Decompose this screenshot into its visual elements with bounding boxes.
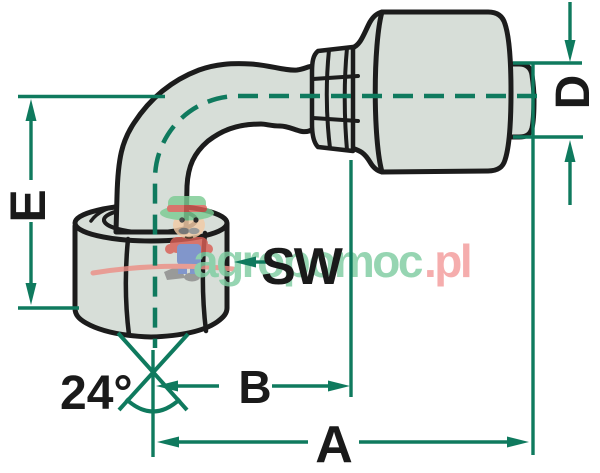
mascot-farmer bbox=[160, 196, 214, 282]
dimension-lines bbox=[18, 2, 583, 457]
d-arrowhead-up bbox=[564, 140, 576, 162]
ferrule-collar-rib-2 bbox=[342, 46, 349, 152]
label-e: E bbox=[0, 189, 56, 222]
watermark-brand-text: agropomoc bbox=[193, 235, 423, 287]
a-arrowhead-right bbox=[507, 436, 529, 448]
b-arrowhead-right bbox=[328, 380, 350, 392]
label-a: A bbox=[315, 416, 353, 473]
ferrule-collar bbox=[309, 44, 356, 154]
fitting-artwork bbox=[72, 9, 537, 340]
ferrule-collar-groove-bottom bbox=[311, 116, 360, 123]
mascot-boot-right bbox=[184, 272, 200, 282]
d-arrowhead-down bbox=[564, 40, 576, 62]
e-arrowhead-up bbox=[25, 99, 37, 121]
label-b: B bbox=[238, 361, 271, 413]
mascot-mouth bbox=[184, 236, 194, 239]
mascot-mustache-left bbox=[178, 227, 190, 235]
ferrule-cylinder bbox=[372, 9, 514, 175]
mascot-eye-right bbox=[193, 217, 199, 223]
mascot-hand-right bbox=[203, 244, 213, 254]
ferrule-collar-rib-1 bbox=[324, 48, 332, 150]
sw-arrowhead bbox=[234, 256, 256, 268]
cone-angle-arc bbox=[124, 397, 182, 414]
label-d: D bbox=[547, 75, 600, 110]
cone-angle-line-2 bbox=[117, 332, 190, 412]
label-sw: SW bbox=[261, 238, 344, 296]
a-arrowhead-left bbox=[157, 436, 179, 448]
watermark-swoosh bbox=[90, 263, 236, 276]
dimension-labels: E D SW B A 24° bbox=[0, 75, 600, 473]
centerline-dashed bbox=[152, 93, 537, 348]
watermark-suffix-text: .pl bbox=[424, 235, 470, 287]
mascot-mustache-right bbox=[188, 227, 200, 235]
ferrule-collar-groove-top bbox=[311, 74, 360, 81]
hex-nut-facet-line-left bbox=[123, 236, 132, 338]
mascot-overalls bbox=[177, 244, 201, 265]
mascot-hand-left bbox=[165, 244, 175, 254]
e-arrowhead-down bbox=[25, 283, 37, 305]
mascot-hat-band bbox=[167, 205, 207, 212]
elbow-tube bbox=[113, 61, 317, 235]
mascot-eye-left bbox=[179, 217, 185, 223]
watermark: agropomoc .pl bbox=[90, 196, 473, 287]
label-cone-angle: 24° bbox=[60, 367, 133, 420]
